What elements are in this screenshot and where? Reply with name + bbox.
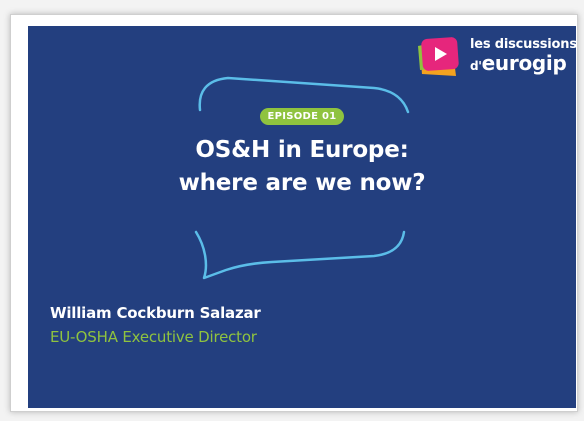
eurogip-logo[interactable]: les discussions d'eurogip [416, 34, 576, 84]
episode-title-line1: OS&H in Europe: [195, 137, 409, 163]
logo-text-brand: eurogip [481, 51, 567, 75]
speech-bubble-outline [194, 76, 410, 280]
episode-title: OS&H in Europe: where are we now? [128, 134, 476, 200]
speaker-role: EU-OSHA Executive Director [50, 328, 257, 346]
episode-slide[interactable]: les discussions d'eurogip EPISODE 01 OS&… [28, 26, 576, 408]
episode-title-line2: where are we now? [178, 170, 426, 196]
logo-text-line1: les discussions [470, 37, 576, 52]
episode-badge: EPISODE 01 [260, 108, 344, 125]
logo-text-line2: d'eurogip [470, 51, 567, 75]
speaker-name: William Cockburn Salazar [50, 304, 261, 322]
logo-text-prefix: d' [470, 59, 482, 73]
play-icon [418, 37, 459, 76]
